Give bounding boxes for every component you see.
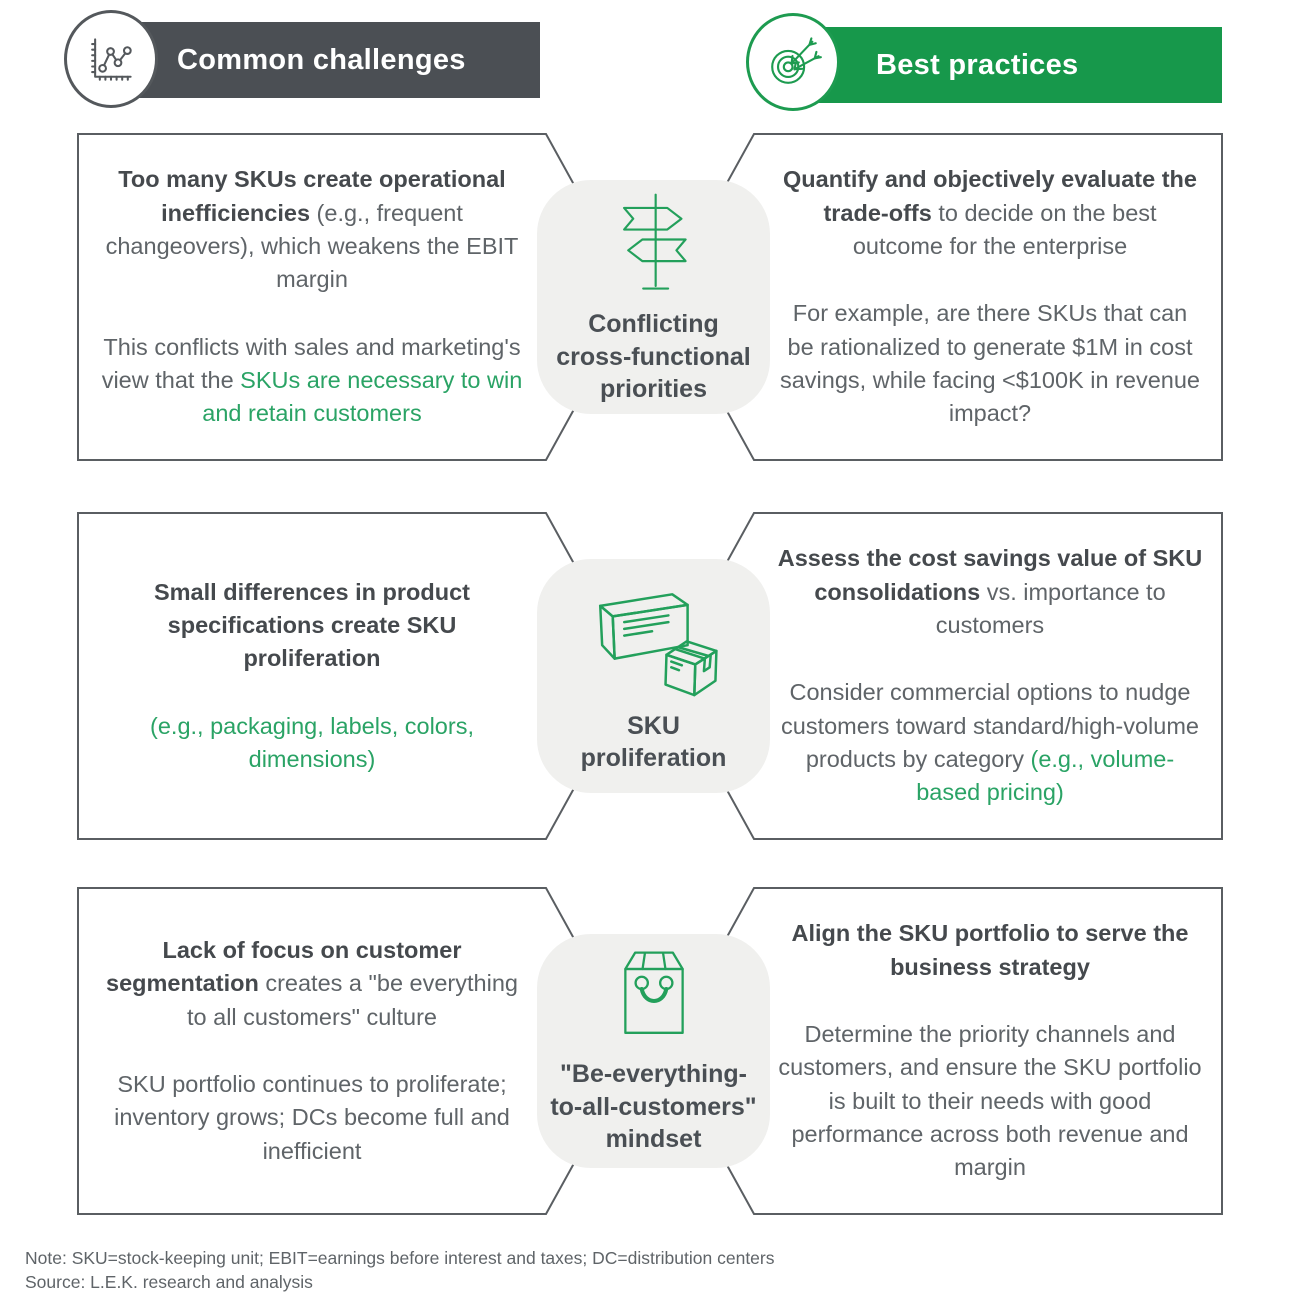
challenge-text: Too many SKUs create operational ineffic…	[97, 133, 527, 461]
text-segment: Too many SKUs create operational ineffic…	[118, 166, 506, 226]
practices-badge	[746, 13, 840, 111]
row-be-everything-mindset: Lack of focus on customer segmentation c…	[0, 887, 1300, 1215]
text-segment: SKUs are necessary to win and retain cus…	[202, 367, 523, 427]
center-panel-shape	[537, 934, 770, 1168]
shopping-bag-icon	[623, 951, 684, 1035]
center-panel-shape	[537, 559, 770, 793]
paragraph: This conflicts with sales and marketing'…	[97, 331, 527, 431]
paragraph: Lack of focus on customer segmentation c…	[97, 934, 527, 1034]
packages-icon	[598, 592, 718, 696]
row-shapes	[77, 133, 1223, 461]
paragraph: Assess the cost savings value of SKU con…	[777, 542, 1203, 642]
text-segment: Lack of focus on customer segmentation	[106, 936, 462, 997]
paragraph: Determine the priority channels and cust…	[777, 1018, 1203, 1185]
center-panel-shape	[537, 180, 770, 414]
center-panel: SKU proliferation	[537, 559, 770, 793]
text-segment: to decide on the best outcome for the en…	[852, 199, 1157, 259]
challenges-badge	[64, 10, 158, 108]
text-segment: This conflicts with sales and marketing'…	[101, 333, 521, 394]
paragraph: Quantify and objectively evaluate the tr…	[777, 163, 1203, 263]
row-shapes	[77, 512, 1223, 840]
best-practices-banner: Best practices	[770, 27, 1222, 103]
best-practices-label: Best practices	[876, 48, 1079, 81]
text-segment: (e.g., packaging, labels, colors, dimens…	[150, 712, 474, 773]
center-panel: "Be-everything- to-all-customers" mindse…	[537, 934, 770, 1168]
text-segment: (e.g., volume-based pricing)	[916, 746, 1175, 806]
paragraph: SKU portfolio continues to proliferate; …	[97, 1068, 527, 1168]
line-chart-icon	[91, 38, 132, 81]
common-challenges-banner: Common challenges	[95, 22, 540, 98]
center-panel: Conflicting cross-functional priorities	[537, 180, 770, 414]
row-shapes	[77, 887, 1223, 1215]
text-segment: Small differences in product specificati…	[153, 578, 470, 672]
target-icon	[771, 37, 822, 84]
challenge-text: Small differences in product specificati…	[97, 512, 527, 840]
center-label: Conflicting cross-functional priorities	[556, 310, 751, 404]
paragraph: (e.g., packaging, labels, colors, dimens…	[97, 710, 527, 777]
challenge-text: Lack of focus on customer segmentation c…	[97, 887, 527, 1215]
row-conflicting-priorities: Too many SKUs create operational ineffic…	[0, 133, 1300, 461]
practice-text: Align the SKU portfolio to serve the bus…	[777, 887, 1203, 1215]
text-segment: vs. importance to customers	[935, 578, 1166, 638]
footer: Note: SKU=stock-keeping unit; EBIT=earni…	[25, 1246, 775, 1294]
text-segment: Align the SKU portfolio to serve the bus…	[791, 920, 1189, 980]
text-segment: Consider commercial options to nudge cus…	[781, 679, 1199, 773]
paragraph: Align the SKU portfolio to serve the bus…	[777, 917, 1203, 984]
paragraph: Small differences in product specificati…	[97, 576, 527, 676]
text-segment: (e.g., frequent changeovers), which weak…	[105, 199, 519, 293]
paragraph: For example, are there SKUs that can be …	[777, 297, 1203, 430]
text-segment: Determine the priority channels and cust…	[778, 1020, 1202, 1181]
row-sku-proliferation: Small differences in product specificati…	[0, 512, 1300, 840]
signpost-icon	[622, 193, 687, 290]
text-segment: Assess the cost savings value of SKU con…	[777, 545, 1203, 605]
paragraph: Consider commercial options to nudge cus…	[777, 676, 1203, 809]
footer-note: Note: SKU=stock-keeping unit; EBIT=earni…	[25, 1248, 775, 1268]
center-label: SKU proliferation	[580, 711, 727, 773]
text-segment: For example, are there SKUs that can be …	[779, 300, 1200, 427]
text-segment: creates a "be everything to all customer…	[187, 970, 518, 1030]
common-challenges-label: Common challenges	[177, 43, 466, 76]
practice-text: Quantify and objectively evaluate the tr…	[777, 133, 1203, 461]
practice-text: Assess the cost savings value of SKU con…	[777, 512, 1203, 840]
paragraph: Too many SKUs create operational ineffic…	[97, 163, 527, 296]
text-segment: Quantify and objectively evaluate the tr…	[783, 166, 1197, 226]
text-segment: SKU portfolio continues to proliferate; …	[114, 1071, 510, 1164]
footer-source: Source: L.E.K. research and analysis	[25, 1272, 313, 1292]
center-label: "Be-everything- to-all-customers" mindse…	[550, 1060, 757, 1154]
